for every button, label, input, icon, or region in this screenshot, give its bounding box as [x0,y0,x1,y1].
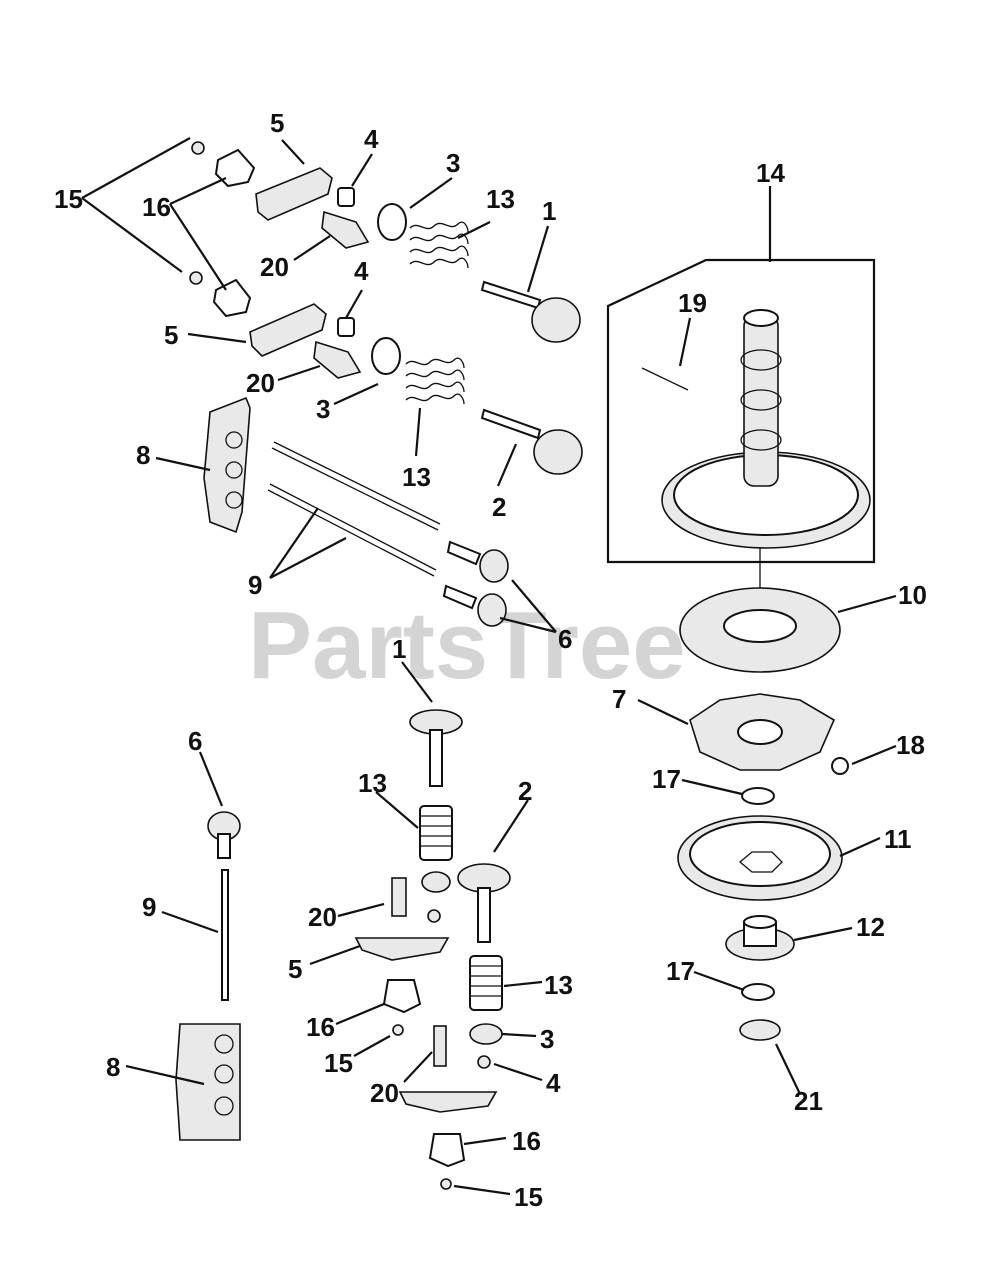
callout-11: 11 [884,824,912,854]
callout-8: 8 [106,1052,120,1082]
valve-retainer-part-upper [377,203,407,241]
callout-15: 15 [324,1048,353,1078]
side-retainer-part [421,871,451,893]
callout-3: 3 [446,148,460,178]
washer-part [739,1019,781,1041]
callout-16: 16 [306,1012,335,1042]
adjusting-screw-part-upper [191,141,205,155]
side-rocker-stud-part [391,877,407,917]
callout-5: 5 [270,108,284,138]
callout-17: 17 [652,764,681,794]
callout-9: 9 [142,892,156,922]
callout-2: 2 [492,492,506,522]
watermark: PartsTree [248,592,686,699]
side-pivot-part [427,909,441,923]
side-adjusting-screw-part [392,1024,404,1036]
callout-20: 20 [260,252,289,282]
lower-rocker-assembly [189,271,583,475]
retaining-ring-part-lower [741,983,775,1001]
side-push-rod-part [221,869,229,1001]
push-rods-part [267,441,441,577]
governor-part [689,693,836,771]
callout-17: 17 [666,956,695,986]
callout-4: 4 [546,1068,561,1098]
callout-1: 1 [542,196,556,226]
rocker-arm-part-upper [255,167,333,221]
pivot-part-lower [337,317,355,337]
callout-5: 5 [164,320,178,350]
rocker-stud-part-lower [313,340,362,379]
retaining-ring-part-upper [741,787,775,805]
side-retainer-exhaust-part [469,1023,503,1045]
camshaft-part [661,309,871,549]
plate-washer-part [679,587,841,673]
side-valve-intake-part [409,709,463,787]
rocker-nut-part-lower [212,278,252,318]
side-tappet-part [207,811,241,859]
callout-6: 6 [558,624,572,654]
side-rocker-nut-part [382,979,422,1014]
side-spring-part [419,805,453,861]
camshaft-assembly-box [606,258,876,564]
callout-16: 16 [142,192,171,222]
valve-retainer-part-lower [371,337,401,375]
guide-plate-part-lower [175,1023,241,1141]
callout-18: 18 [896,730,925,760]
side-valve-exhaust-part [457,863,511,943]
ball-part [831,757,849,775]
leader-lines [81,137,897,1196]
callout-3: 3 [316,394,330,424]
callout-7: 7 [612,684,626,714]
callout-labels: 15 16 5 4 3 13 1 20 4 5 20 3 13 2 8 9 6 … [54,108,927,1212]
callout-13: 13 [402,462,431,492]
callout-4: 4 [364,124,379,154]
callout-15: 15 [54,184,83,214]
valve-spring-part-lower [405,357,465,405]
callout-14: 14 [756,158,785,188]
callout-13: 13 [486,184,515,214]
callout-20: 20 [308,902,337,932]
rocker-arm-part-lower [249,303,327,357]
callout-13: 13 [544,970,573,1000]
valve-part-lower [480,408,583,475]
callout-21: 21 [794,1086,823,1116]
adjusting-screw-part-lower [189,271,203,285]
side-rocker-stud-exhaust-part [433,1025,447,1067]
rocker-nut-part-upper [214,148,256,188]
callout-10: 10 [898,580,927,610]
compression-spring-part [641,367,689,391]
callout-16: 16 [512,1126,541,1156]
side-rocker-nut-exhaust-part [428,1133,466,1168]
hub-part [725,915,795,961]
side-rocker-arm-exhaust-part [398,1091,498,1113]
callout-20: 20 [370,1078,399,1108]
callout-3: 3 [540,1024,554,1054]
side-adjusting-screw-exhaust-part [440,1178,452,1190]
pivot-part-upper [337,187,355,207]
callout-6: 6 [188,726,202,756]
callout-15: 15 [514,1182,543,1212]
callout-13: 13 [358,768,387,798]
callout-5: 5 [288,954,302,984]
tappets-part [442,540,509,627]
callout-20: 20 [246,368,275,398]
side-spring-exhaust-part [469,955,503,1011]
callout-8: 8 [136,440,150,470]
valve-spring-part-upper [409,221,469,269]
rocker-stud-part-upper [321,210,370,249]
upper-rocker-assembly [191,141,581,343]
callout-9: 9 [248,570,262,600]
valve-part-upper [480,280,581,343]
callout-12: 12 [856,912,885,942]
callout-2: 2 [518,776,532,806]
side-rocker-arm-part [354,937,450,961]
side-pivot-exhaust-part [477,1055,491,1069]
callout-19: 19 [678,288,707,318]
callout-4: 4 [354,256,369,286]
governor-cup-part [677,815,843,901]
callout-1: 1 [392,634,406,664]
